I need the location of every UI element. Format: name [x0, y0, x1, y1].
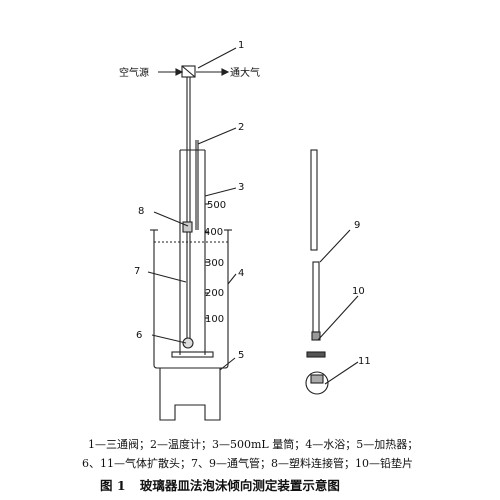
- gas-tube-9-upper: [310, 149, 318, 251]
- legend-line-1: 1—三通阀；2—温度计；3—500mL 量筒；4—水浴；5—加热器；: [88, 438, 419, 451]
- heater: [159, 368, 221, 421]
- gas-diffuser-head: [182, 337, 194, 349]
- callout-1: 1: [238, 40, 244, 51]
- water-bath: [153, 230, 229, 369]
- label-air-source: 空气源: [119, 66, 149, 79]
- callout-3: 3: [238, 182, 244, 193]
- figure-caption: 图 1 玻璃器皿法泡沫倾向测定装置示意图: [100, 475, 500, 494]
- legend-line-2: 6、11—气体扩散头；7、9—通气管；8—塑料连接管；10—铅垫片: [82, 457, 413, 470]
- callout-5: 5: [238, 350, 244, 361]
- callout-2: 2: [238, 122, 244, 133]
- scale-100: 100: [205, 314, 224, 325]
- arrow-out-icon: [221, 68, 230, 76]
- scale-200: 200: [205, 288, 224, 299]
- lead-weight: [306, 351, 326, 358]
- callout-4: 4: [238, 268, 244, 279]
- callout-6: 6: [136, 330, 142, 341]
- callout-8: 8: [138, 206, 144, 217]
- callout-9: 9: [354, 220, 360, 231]
- callout-7: 7: [134, 266, 140, 277]
- label-vent: 通大气: [230, 66, 260, 79]
- scale-400: 400: [204, 227, 223, 238]
- callout-10: 10: [352, 286, 365, 297]
- figure-number: 图 1: [100, 478, 126, 493]
- diffuser-ball: [305, 371, 329, 395]
- callout-11: 11: [358, 356, 371, 367]
- gas-tube-9-lower: [312, 261, 320, 333]
- arrow-in-icon: [175, 68, 184, 76]
- figure-title: 玻璃器皿法泡沫倾向测定装置示意图: [139, 478, 340, 493]
- scale-300: 300: [205, 258, 224, 269]
- scale-500: 500: [207, 200, 226, 211]
- plastic-connector: [182, 221, 193, 233]
